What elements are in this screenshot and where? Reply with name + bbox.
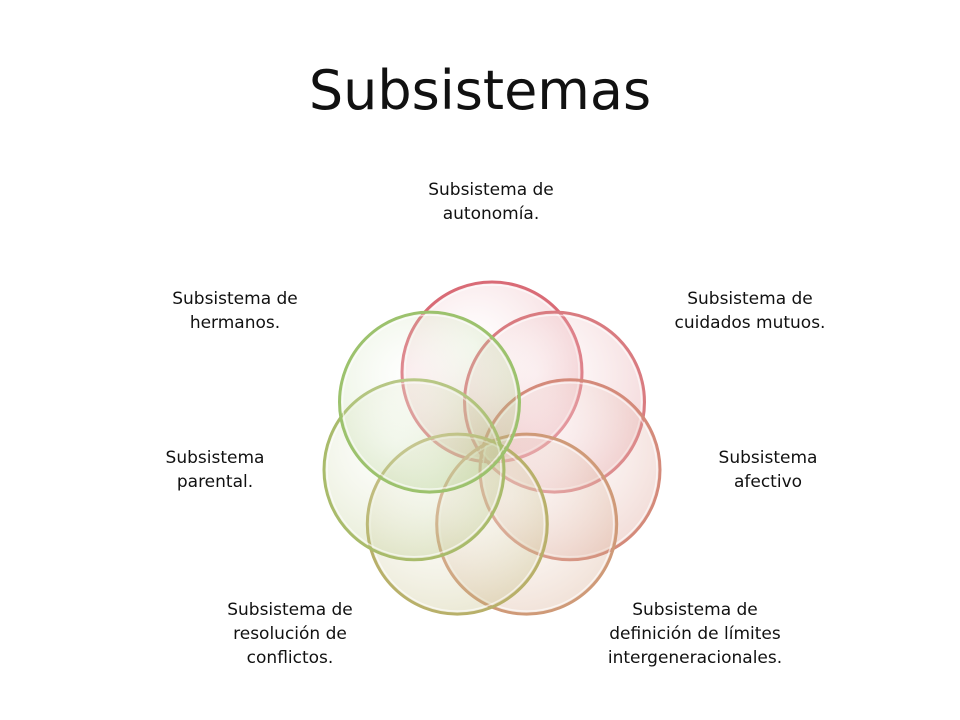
label-intergenerational-limits: Subsistema de definición de límites inte… xyxy=(607,600,783,668)
label-parental: Subsistema parental. xyxy=(165,448,265,492)
label-autonomy: Subsistema de autonomía. xyxy=(428,180,554,224)
slide-title: Subsistemas xyxy=(308,59,652,122)
label-siblings: Subsistema de hermanos. xyxy=(172,289,298,333)
label-conflict-resolution: Subsistema de resolución de conflictos. xyxy=(227,600,353,668)
label-affective: Subsistema afectivo xyxy=(718,448,818,492)
circle-siblings xyxy=(338,310,521,494)
label-mutual-care: Subsistema de cuidados mutuos. xyxy=(674,289,826,333)
circle-highlight-siblings xyxy=(341,314,518,490)
